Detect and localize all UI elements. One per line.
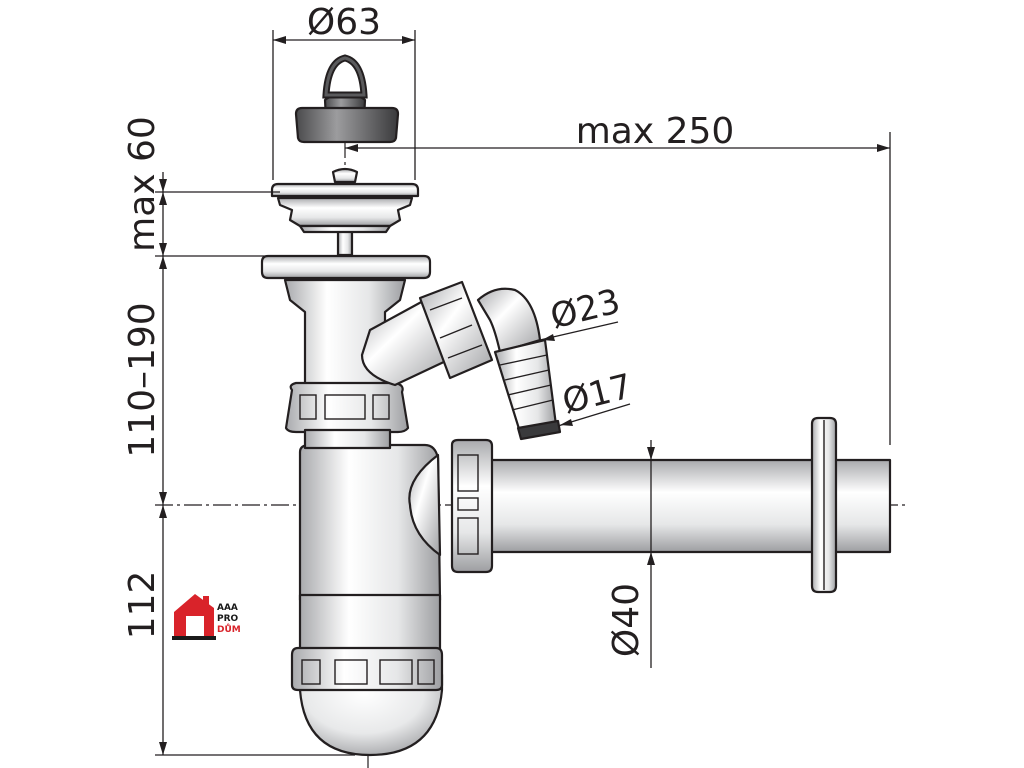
dim-diam-63: Ø63 — [307, 2, 381, 43]
dim-112: 112 — [122, 571, 163, 640]
strainer-basket — [270, 167, 420, 257]
dim-diam-40: Ø40 — [606, 583, 647, 657]
dim-max-250: max 250 — [576, 111, 735, 152]
dim-110-190: 110–190 — [122, 302, 163, 457]
dim-max-60: max 60 — [122, 116, 163, 252]
brand-logo: AAA PRO DŮM — [172, 594, 241, 640]
strainer-plate — [260, 254, 432, 280]
dim-diam-23: Ø23 — [547, 281, 625, 337]
logo-line3: DŮM — [217, 623, 241, 635]
trap-body — [290, 443, 444, 757]
outlet-pipe — [488, 416, 892, 594]
dimension-lines — [155, 30, 891, 756]
outlet-nut — [450, 438, 494, 574]
dim-diam-17: Ø17 — [559, 366, 637, 422]
rubber-stopper — [294, 54, 400, 144]
centerlines — [155, 140, 905, 768]
logo-line1: AAA — [217, 603, 238, 613]
side-branch — [360, 280, 562, 441]
logo-line2: PRO — [217, 614, 239, 624]
